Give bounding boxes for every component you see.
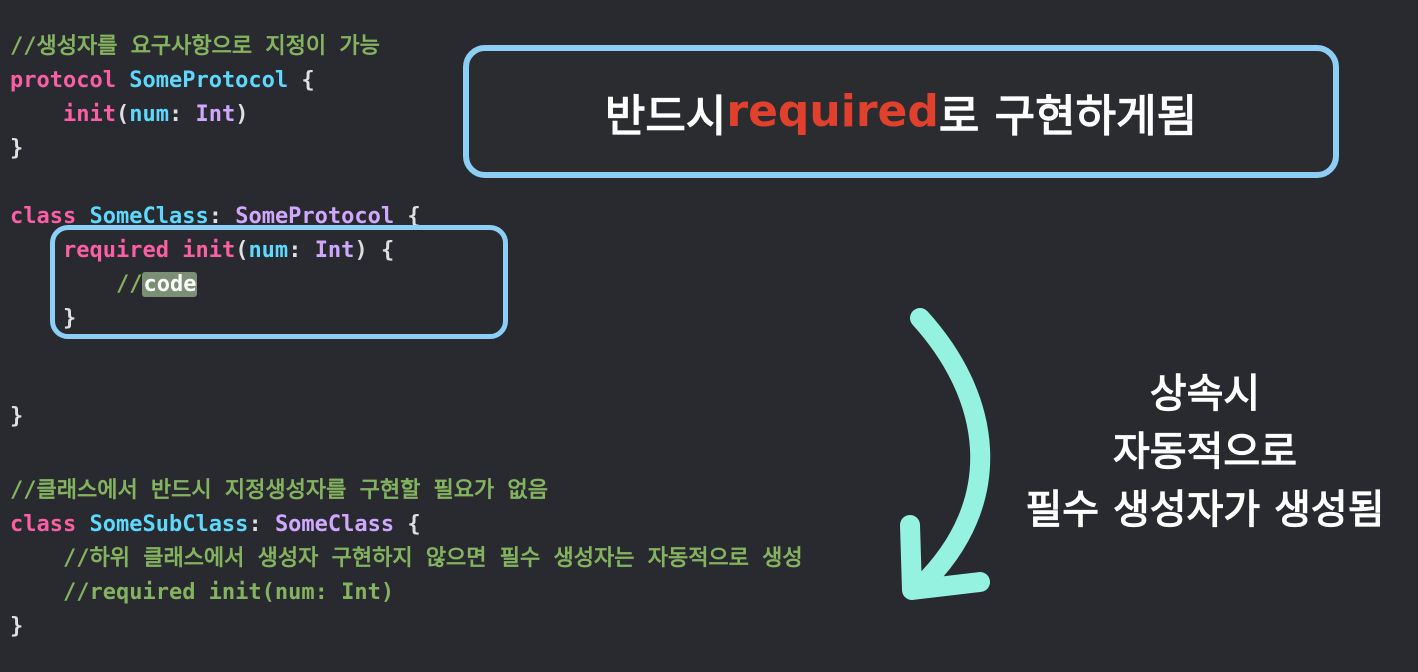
required-init-highlight-box (50, 225, 508, 339)
code-line-7: required init(num: Int) { (10, 234, 394, 268)
keyword-init: init (62, 102, 116, 127)
brace: { (380, 238, 395, 263)
code-line-1: //생성자를 요구사항으로 지정이 가능 (10, 30, 380, 64)
code-line-4: } (10, 132, 23, 166)
type-int: Int (314, 238, 355, 263)
brace: { (407, 512, 421, 537)
comment: //required init(num: Int) (62, 580, 395, 605)
code-line-3: init(num: Int) (10, 98, 248, 132)
arrow-head (900, 515, 990, 600)
code-line-2: protocol SomeProtocol { (10, 64, 315, 98)
callout-prefix: 반드시 (604, 90, 727, 142)
code-line-6: class SomeClass: SomeProtocol { (10, 200, 421, 234)
paren: ( (115, 102, 130, 127)
protocol-name: SomeProtocol (129, 68, 289, 93)
conformed-protocol: SomeProtocol (235, 204, 395, 229)
colon: : (288, 238, 315, 263)
superclass-name: SomeClass (274, 512, 395, 537)
subclass-name: SomeSubClass (89, 512, 249, 537)
comment: //생성자를 요구사항으로 지정이 가능 (10, 34, 380, 59)
param-name: num (129, 102, 169, 127)
brace: } (10, 614, 24, 639)
class-name: SomeClass (89, 204, 209, 229)
keyword-class: class (10, 512, 77, 537)
inheritance-note: 상속시 자동적으로 필수 생성자가 생성됨 (1000, 365, 1410, 539)
arrow-shaft (910, 308, 991, 597)
colon: : (248, 512, 275, 537)
paren: ) (235, 102, 249, 127)
keyword-required: required (62, 238, 169, 263)
paren: ( (235, 238, 249, 263)
brace: } (10, 404, 24, 429)
callout-suffix: 로 구현하게됨 (938, 90, 1198, 142)
keyword-class: class (10, 204, 77, 229)
note-line-2: 자동적으로 (1113, 429, 1297, 475)
code-line-12: } (10, 400, 23, 434)
callout-required-highlight: required (726, 86, 939, 137)
keyword-init: init (182, 238, 236, 263)
brace: } (10, 136, 24, 161)
code-line-16: //하위 클래스에서 생성자 구현하지 않으면 필수 생성자는 자동적으로 생성 (10, 542, 803, 576)
note-line-1: 상속시 (1149, 371, 1261, 417)
paren: ) (354, 238, 368, 263)
code-line-18: } (10, 610, 23, 644)
note-line-3: 필수 생성자가 생성됨 (1025, 487, 1385, 533)
comment: //하위 클래스에서 생성자 구현하지 않으면 필수 생성자는 자동적으로 생성 (62, 546, 803, 571)
param-name: num (248, 238, 289, 263)
colon: : (208, 204, 236, 229)
comment-prefix: // (115, 272, 143, 297)
brace: { (407, 204, 421, 229)
code-line-15: class SomeSubClass: SomeClass { (10, 508, 421, 542)
curved-arrow-icon (900, 308, 991, 600)
colon: : (168, 102, 196, 127)
code-line-8: //code (10, 268, 198, 302)
code-line-14: //클래스에서 반드시 지정생성자를 구현할 필요가 없음 (10, 474, 548, 508)
code-line-17: //required init(num: Int) (10, 576, 394, 610)
comment: //클래스에서 반드시 지정생성자를 구현할 필요가 없음 (10, 478, 548, 503)
keyword-protocol: protocol (10, 68, 116, 93)
type-int: Int (195, 102, 236, 127)
highlighted-code-word: code (142, 272, 198, 297)
brace: { (301, 68, 315, 93)
